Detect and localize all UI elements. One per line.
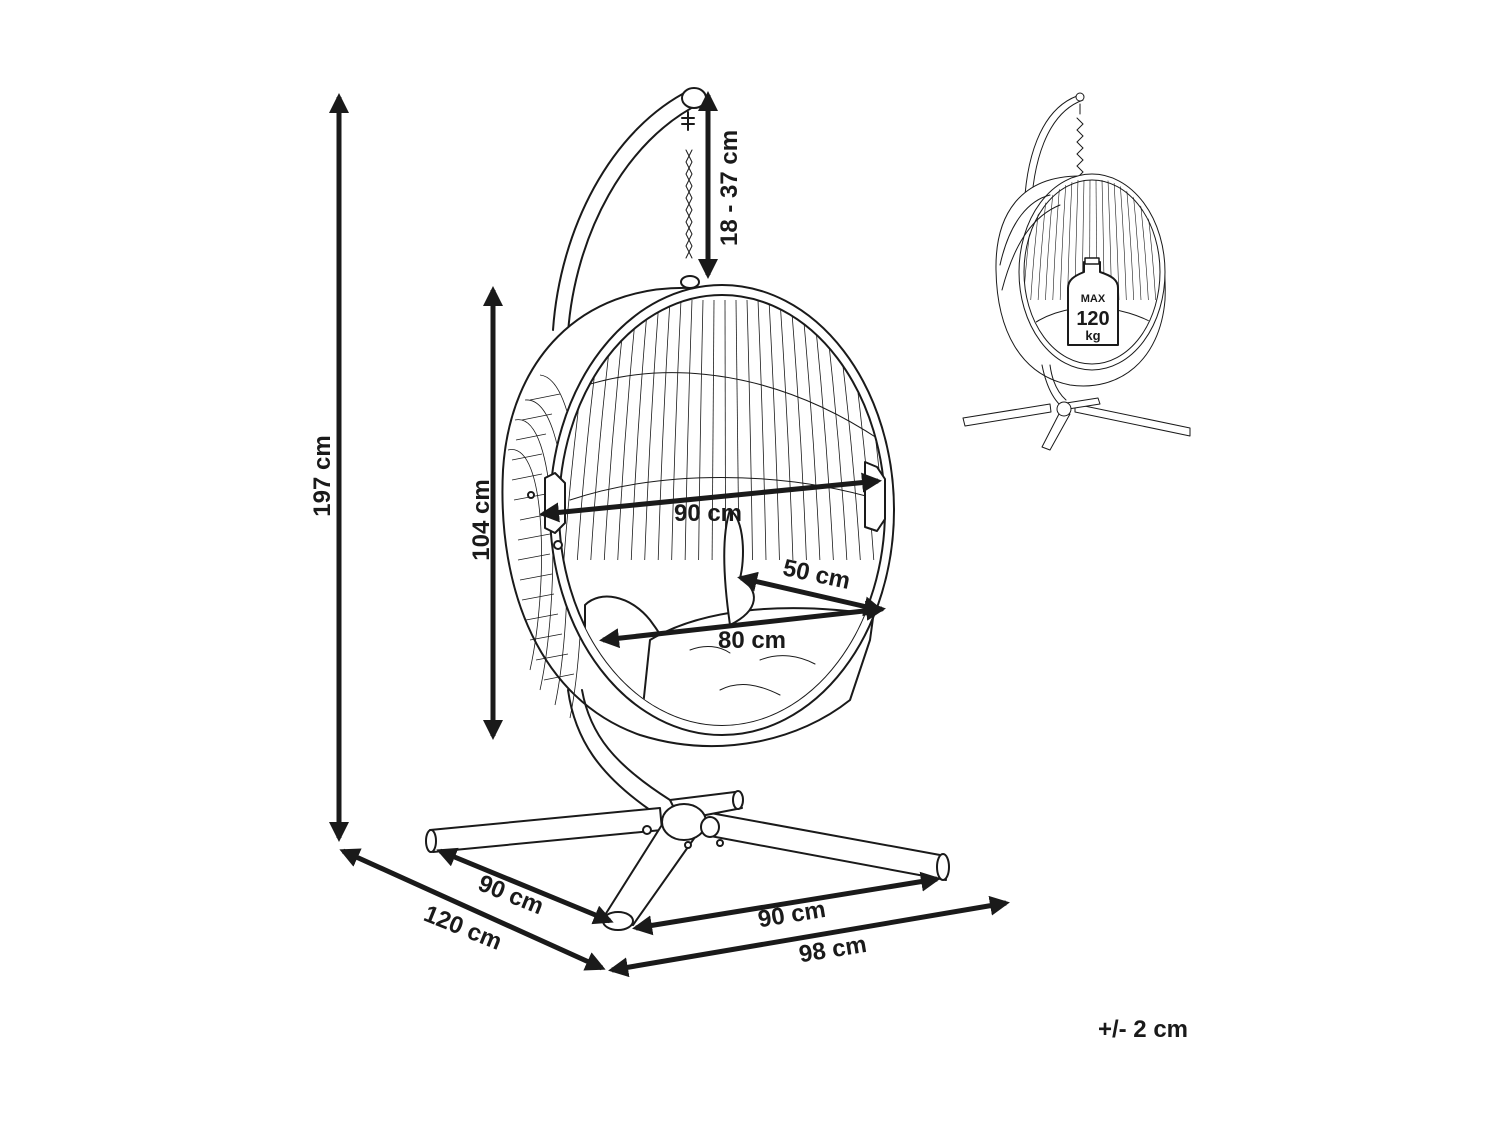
load-max-unit: kg [1085, 328, 1100, 343]
label-base-depth: 120 cm [420, 900, 506, 956]
dimension-arrows [329, 91, 1010, 978]
load-max-value: 120 [1076, 308, 1109, 330]
load-max-label: MAX [1081, 293, 1106, 305]
label-seat-width: 80 cm [718, 627, 786, 654]
stand-base [425, 790, 950, 931]
label-chain-length: 18 - 37 cm [716, 130, 743, 246]
label-basket-width: 90 cm [674, 500, 742, 527]
label-basket-height: 104 cm [468, 479, 495, 560]
max-load-weight-icon: MAX 120 kg [1067, 257, 1119, 346]
tolerance-note: +/- 2 cm [1098, 1016, 1188, 1043]
chain [680, 111, 700, 289]
thumbnail-chair [962, 92, 1191, 451]
label-base-side-right: 90 cm [756, 896, 827, 933]
label-total-height: 197 cm [309, 435, 336, 516]
